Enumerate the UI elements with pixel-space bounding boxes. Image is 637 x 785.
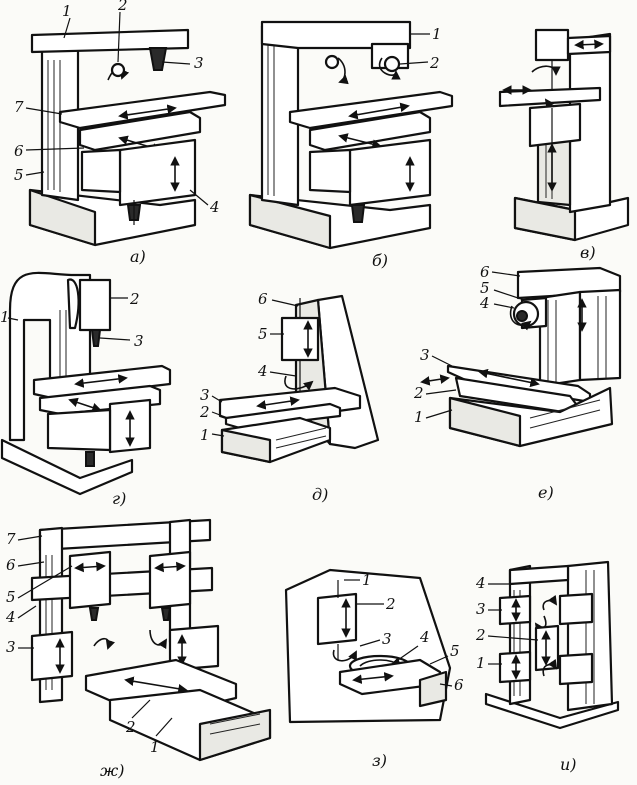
- fig-e-label-1: 1: [414, 408, 424, 426]
- fig-b-label-2: 2: [429, 54, 440, 72]
- fig-a-caption: а): [130, 247, 146, 266]
- fig-d-label-1: 1: [200, 426, 210, 444]
- fig-e-label-4: 4: [479, 294, 490, 312]
- fig-zh-label-4: 4: [5, 608, 16, 626]
- fig-zh-label-3: 3: [6, 638, 16, 656]
- fig-i-caption: и): [560, 755, 577, 774]
- fig-v-caption: в): [580, 243, 596, 262]
- fig-z-label-1: 1: [362, 571, 372, 589]
- fig-zh-label-2: 2: [125, 718, 136, 736]
- fig-i-label-2: 2: [475, 626, 486, 644]
- fig-a-label-5: 5: [14, 166, 24, 184]
- fig-zh-caption: ж): [100, 761, 124, 780]
- fig-z-caption: з): [372, 751, 387, 770]
- fig-g-label-3: 3: [134, 332, 144, 350]
- figure-a: 1 2 3 4 5 6 7 а): [14, 0, 227, 266]
- fig-b-caption: б): [372, 251, 388, 270]
- fig-a-label-1: 1: [62, 2, 72, 20]
- fig-i-label-3: 3: [476, 600, 486, 618]
- fig-d-label-6: 6: [258, 290, 268, 308]
- fig-d-label-2: 2: [199, 403, 210, 421]
- fig-a-label-7: 7: [14, 98, 24, 116]
- fig-a-label-6: 6: [14, 142, 24, 160]
- fig-z-label-2: 2: [385, 595, 396, 613]
- fig-e-label-2: 2: [413, 384, 424, 402]
- figure-z: 1 2 3 4 5 6 з): [284, 568, 464, 770]
- figure-g: 1 2 3 г): [0, 271, 172, 508]
- fig-e-label-3: 3: [420, 346, 430, 364]
- fig-g-caption: г): [112, 489, 126, 508]
- figure-v: в): [498, 28, 630, 262]
- fig-e-label-6: 6: [480, 263, 490, 281]
- fig-zh-label-1: 1: [150, 738, 160, 756]
- fig-z-label-6: 6: [454, 676, 464, 694]
- fig-z-label-3: 3: [382, 630, 392, 648]
- figure-b: 1 2 б): [248, 20, 454, 270]
- fig-z-label-4: 4: [419, 628, 430, 646]
- figure-zh: 7 6 5 4 3 2 1 ж): [5, 518, 272, 780]
- figure-i: 4 3 2 1 и): [475, 560, 620, 774]
- fig-zh-label-7: 7: [6, 530, 16, 548]
- fig-i-label-1: 1: [476, 654, 486, 672]
- fig-e-caption: е): [538, 483, 554, 502]
- figure-e: 6 5 4 3 2 1 е): [413, 263, 622, 502]
- fig-z-label-5: 5: [450, 642, 460, 660]
- fig-g-label-1: 1: [0, 308, 10, 326]
- fig-d-label-4: 4: [257, 362, 268, 380]
- fig-a-label-2: 2: [117, 0, 128, 14]
- fig-g-label-2: 2: [129, 290, 140, 308]
- figure-d: 6 5 4 3 2 1 д): [199, 290, 380, 504]
- fig-b-label-1: 1: [432, 25, 442, 43]
- fig-a-label-4: 4: [209, 198, 220, 216]
- fig-i-label-4: 4: [475, 574, 486, 592]
- fig-zh-label-5: 5: [6, 588, 16, 606]
- fig-zh-label-6: 6: [6, 556, 16, 574]
- fig-d-label-5: 5: [258, 325, 268, 343]
- fig-d-label-3: 3: [200, 386, 210, 404]
- fig-e-label-5: 5: [480, 279, 490, 297]
- fig-a-label-3: 3: [194, 54, 204, 72]
- fig-d-caption: д): [312, 485, 328, 504]
